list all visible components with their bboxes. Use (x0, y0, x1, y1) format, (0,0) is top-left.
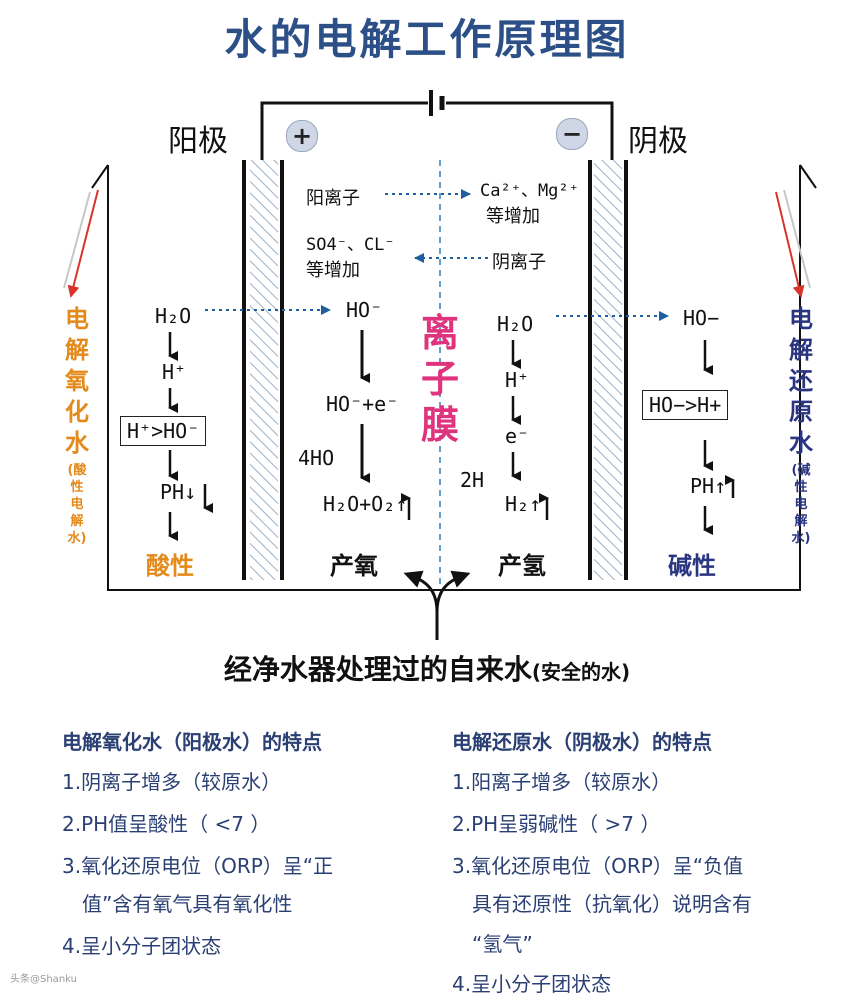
membrane-label: 离子膜 (420, 311, 459, 447)
anode-sign: + (286, 120, 318, 152)
oxygen-result: 产氧 (330, 552, 378, 580)
anode-feature-1: 1.阴离子增多（较原水） (62, 770, 282, 794)
left-side-sub: (酸性电解水) (67, 463, 87, 546)
anode-plate-inner (280, 160, 284, 580)
cathode-feature-4: 4.呈小分子团状态 (452, 972, 612, 996)
left-compare-box: H⁺>HO⁻ (120, 416, 207, 446)
alkali-result: 碱性 (668, 552, 716, 580)
cathode-feature-1: 1.阳离子增多（较原水） (452, 770, 672, 794)
cathode-feature-3: 3.氧化还原电位（ORP）呈“负值 (452, 854, 744, 878)
center-ho-e: HO⁻+e⁻ (326, 392, 399, 416)
anode-feature-4: 4.呈小分子团状态 (62, 934, 222, 958)
right-ho: HO− (683, 306, 720, 330)
oxygen-product: H₂O+O₂↑ (323, 492, 408, 516)
cathode-sign: − (556, 118, 588, 150)
cathode-feature-2: 2.PH呈弱碱性（ >7 ） (452, 812, 661, 836)
cathode-feature-3-cont2: “氢气” (472, 932, 533, 956)
diagram-title: 水的电解工作原理图 (224, 15, 630, 64)
left-ph: PH↓ (160, 480, 197, 504)
right-ph: PH↑ (690, 474, 727, 498)
anode-plate-outer (242, 160, 246, 580)
anode-hatch (250, 160, 278, 580)
left-side-label: 电解氧化水 (65, 305, 89, 457)
right-compare-box: HO−>H+ (642, 390, 729, 420)
cation-increase: 等增加 (486, 206, 540, 227)
right-side-label: 电解还原水 (789, 305, 813, 457)
cathode-plate-inner (588, 160, 592, 580)
right-side-sub: (碱性电解水) (791, 463, 811, 546)
cathode-feature-3-cont: 具有还原性（抗氧化）说明含有 (472, 892, 752, 916)
cathode-h-ion: H⁺ (505, 368, 530, 392)
source-water-sub: (安全的水) (531, 660, 631, 684)
source-water-label: 经净水器处理过的自来水(安全的水) (0, 648, 854, 688)
acid-result: 酸性 (146, 552, 194, 580)
tank (91, 164, 817, 591)
cathode-plate-outer (624, 160, 628, 580)
cation-species: Ca²⁺、Mg²⁺ (480, 181, 579, 201)
center-ho: HO⁻ (346, 298, 383, 322)
hydrogen-product: H₂↑ (505, 492, 542, 516)
left-outflow-arrow (67, 189, 99, 298)
cathode-electron: e⁻ (505, 424, 530, 448)
left-h-ion: H⁺ (162, 360, 187, 384)
anode-feature-3: 3.氧化还原电位（ORP）呈“正 (62, 854, 334, 878)
anion-label: 阴离子 (492, 252, 546, 273)
source-water-main: 经净水器处理过的自来水 (223, 653, 532, 686)
anode-feature-2: 2.PH值呈酸性（ <7 ） (62, 812, 271, 836)
left-chain-arrows (168, 332, 213, 541)
cathode-2h: 2H (460, 468, 485, 492)
power-wire (260, 90, 614, 160)
anode-features-heading: 电解氧化水（阳极水）的特点 (62, 730, 322, 754)
anion-species: SO4⁻、CL⁻ (306, 235, 395, 255)
anode-feature-3-cont: 值”含有氧气具有氧化性 (82, 892, 293, 916)
cathode-features-heading: 电解还原水（阴极水）的特点 (452, 730, 712, 754)
cathode-hatch (594, 160, 622, 580)
anode-label: 阳极 (168, 124, 228, 159)
watermark: 头条@Shanku (10, 974, 77, 985)
cathode-label: 阴极 (628, 124, 688, 159)
cation-label: 阳离子 (306, 188, 360, 209)
left-h2o: H₂O (155, 304, 192, 328)
anion-increase: 等增加 (306, 260, 360, 281)
hydrogen-result: 产氢 (498, 552, 546, 580)
inflow-arrows (403, 570, 471, 640)
center-4ho: 4HO (298, 446, 335, 470)
cathode-h2o: H₂O (497, 312, 534, 336)
right-outflow-arrow (775, 191, 805, 298)
